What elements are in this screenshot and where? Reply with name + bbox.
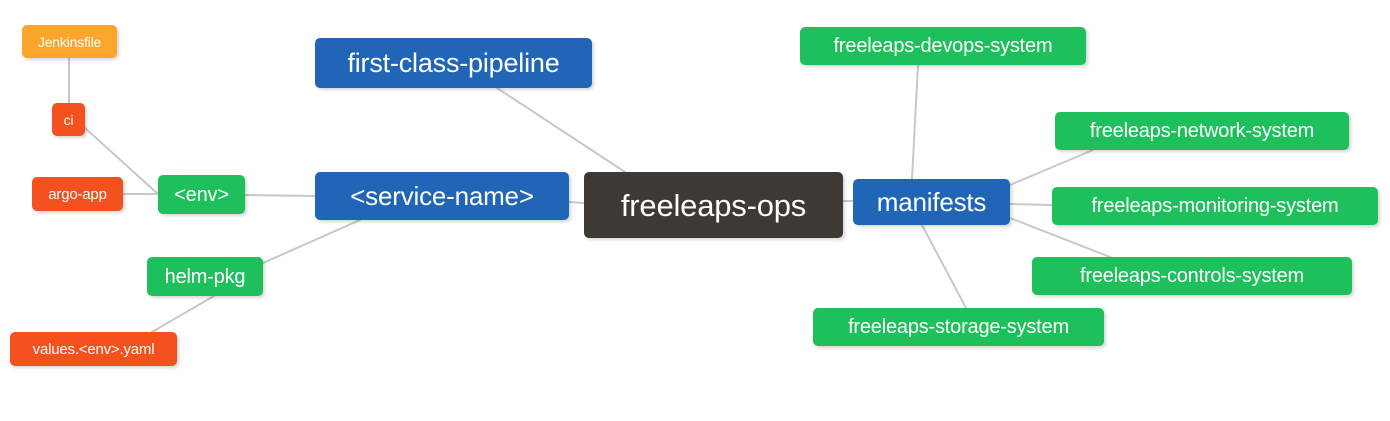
mindmap-node-storage-system[interactable]: freeleaps-storage-system — [813, 308, 1104, 346]
edge-helm-pkg-to-service-name — [262, 219, 361, 264]
edge-manifests-to-devops-system — [911, 64, 919, 180]
mindmap-node-argo-app[interactable]: argo-app — [32, 177, 123, 211]
edge-service-name-to-freeleaps-ops — [568, 201, 585, 204]
edge-first-class-pipeline-to-freeleaps-ops — [496, 87, 626, 173]
mindmap-node-network-system[interactable]: freeleaps-network-system — [1055, 112, 1349, 150]
edge-manifests-to-network-system — [1009, 149, 1094, 186]
edge-manifests-to-monitoring-system — [1009, 203, 1053, 206]
mindmap-node-ci[interactable]: ci — [52, 103, 85, 136]
mindmap-node-jenkinsfile[interactable]: Jenkinsfile — [22, 25, 117, 58]
edge-manifests-to-storage-system — [921, 224, 967, 309]
mindmap-node-env[interactable]: <env> — [158, 175, 245, 214]
mindmap-node-monitoring-system[interactable]: freeleaps-monitoring-system — [1052, 187, 1378, 225]
mindmap-node-devops-system[interactable]: freeleaps-devops-system — [800, 27, 1086, 65]
mindmap-node-service-name[interactable]: <service-name> — [315, 172, 569, 220]
mindmap-node-values-yaml[interactable]: values.<env>.yaml — [10, 332, 177, 366]
edge-values-yaml-to-helm-pkg — [151, 295, 215, 333]
mindmap-node-freeleaps-ops[interactable]: freeleaps-ops — [584, 172, 843, 238]
mindmap-node-manifests[interactable]: manifests — [853, 179, 1010, 225]
mindmap-node-first-class-pipeline[interactable]: first-class-pipeline — [315, 38, 592, 88]
mindmap-node-helm-pkg[interactable]: helm-pkg — [147, 257, 263, 296]
edge-env-to-service-name — [244, 194, 316, 197]
mindmap-node-controls-system[interactable]: freeleaps-controls-system — [1032, 257, 1352, 295]
